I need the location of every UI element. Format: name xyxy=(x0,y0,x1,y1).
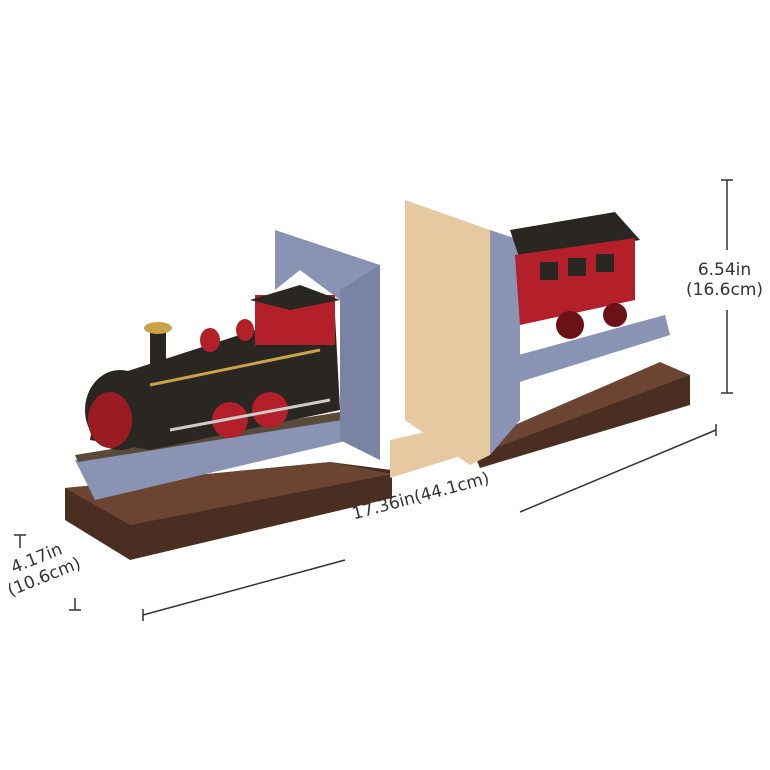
width-line-right xyxy=(519,429,717,513)
height-inches: 6.54in xyxy=(697,260,752,280)
passenger-carriage xyxy=(510,212,640,339)
height-dimension-label: 6.54in (16.6cm) xyxy=(686,260,763,300)
width-line-left xyxy=(142,559,346,616)
right-bookend xyxy=(405,200,690,468)
left-bookend xyxy=(65,230,392,560)
dimension-lines xyxy=(14,179,733,621)
height-cm: (16.6cm) xyxy=(686,280,764,300)
locomotive xyxy=(85,285,340,450)
